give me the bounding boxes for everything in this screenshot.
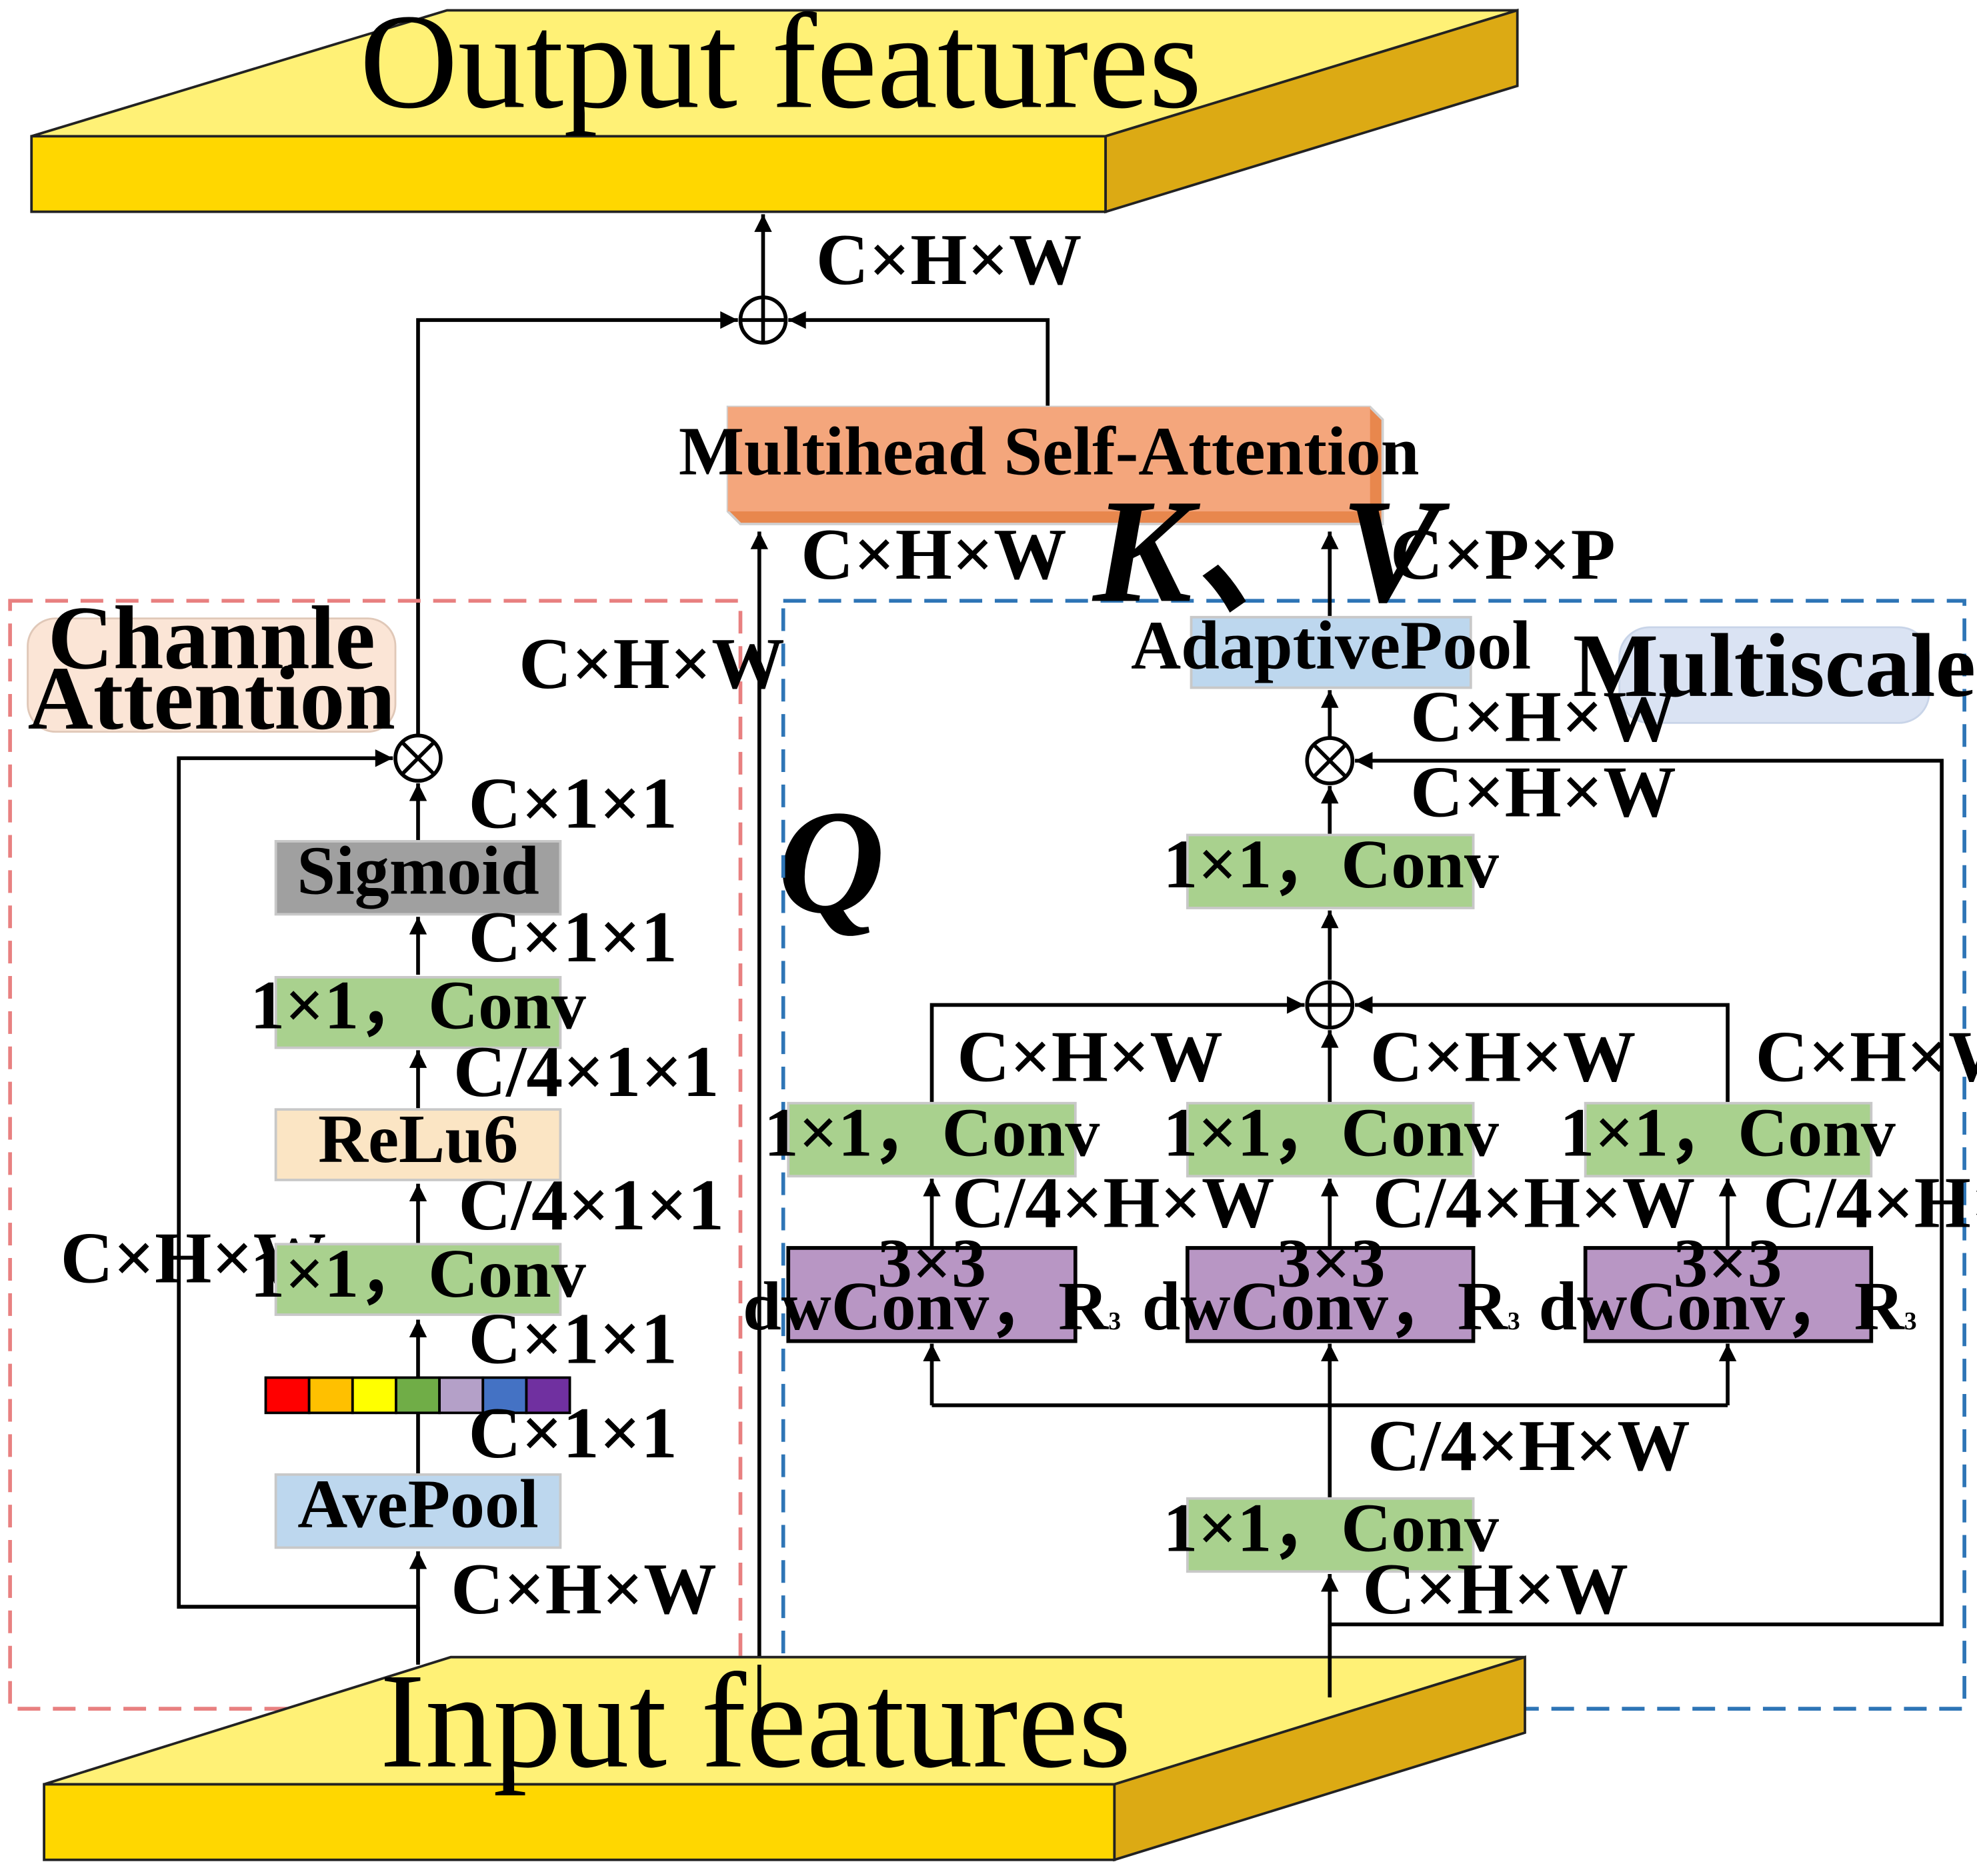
relu6-block: ReLu6 — [274, 1101, 562, 1181]
channel-vector-cell — [307, 1376, 354, 1415]
input-features-layer: Input features — [43, 1646, 1526, 1862]
dim-split: C/4×H×W — [1368, 1405, 1690, 1486]
ms-conv-bottom-block: 1×1，Conv — [1163, 1489, 1499, 1573]
avepool-block: AvePool — [274, 1465, 562, 1549]
dim-kv: C×P×P — [1390, 513, 1616, 595]
channel-attention-title-1: Channle — [48, 588, 375, 688]
dim-conv-top-out: C×1×1 — [469, 896, 677, 977]
mhsa-label: Multihead Self-Attention — [679, 413, 1420, 490]
input-features-label: Input features — [380, 1646, 1132, 1797]
dim-avepool-in: C×H×W — [451, 1548, 717, 1629]
dim-relu-out: C/4×1×1 — [453, 1031, 719, 1112]
channel-vector-cell — [395, 1376, 441, 1415]
channel-vector-cell — [525, 1376, 571, 1415]
channel-vector-cell — [351, 1376, 397, 1415]
ms-conv-top-label: 1×1，Conv — [1163, 826, 1499, 903]
channel-vector-cell — [481, 1376, 528, 1415]
dwconv-left-line1: 3×3 — [877, 1225, 986, 1302]
q-label: Q — [777, 780, 885, 945]
dim-dw-mid: C/4×H×W — [1373, 1161, 1696, 1243]
kv-label: K、V — [1092, 469, 1450, 633]
branch-left-conv-label: 1×1，Conv — [764, 1094, 1100, 1171]
dim-branch-mid: C×H×W — [1370, 1015, 1636, 1097]
channel-attention-tag: Channle Attention — [27, 588, 397, 749]
sigmoid-label: Sigmoid — [297, 833, 539, 909]
dwconv-right-line1: 3×3 — [1674, 1225, 1782, 1302]
mhsa-block: Multihead Self-Attention — [679, 405, 1420, 525]
ms-conv-bottom-label: 1×1，Conv — [1163, 1489, 1499, 1566]
dim-sigmoid-out: C×1×1 — [469, 763, 677, 844]
avepool-label: AvePool — [297, 1465, 538, 1542]
dwconv-left: 3×3 dwConv，R3 — [743, 1225, 1121, 1345]
adaptivepool-block: AdaptivePool — [1131, 607, 1531, 689]
dwconv-mid-text: dwConv，R — [1142, 1268, 1508, 1345]
branch-right-conv: 1×1，Conv — [1560, 1094, 1896, 1178]
multiscale-title: Multiscale — [1573, 616, 1976, 716]
channel-vector-cell — [264, 1376, 311, 1415]
dim-ca-chw-top: C×H×W — [519, 623, 785, 704]
multiscale-tag: Multiscale — [1573, 616, 1976, 724]
output-features-layer: Output features — [30, 0, 1519, 214]
branch-left-to-add — [929, 996, 1305, 1103]
channel-vector-cell — [438, 1376, 485, 1415]
branch-right-to-add — [1355, 996, 1730, 1103]
branch-right-conv-label: 1×1，Conv — [1560, 1094, 1896, 1171]
relu6-label: ReLu6 — [318, 1101, 518, 1177]
residual-add-top — [738, 295, 788, 345]
dim-branch-left: C×H×W — [957, 1015, 1223, 1097]
dwconv-mid: 3×3 dwConv，R3 — [1142, 1225, 1520, 1345]
branch-left-conv: 1×1，Conv — [764, 1094, 1100, 1178]
channel-multiply — [393, 733, 443, 783]
dwconv-right-text: dwConv，R — [1538, 1268, 1904, 1345]
sigmoid-block: Sigmoid — [274, 833, 562, 916]
ca-conv-bottom-block: 1×1，Conv — [250, 1235, 586, 1316]
dim-dw-left: C/4×H×W — [952, 1161, 1275, 1243]
dim-dw-right: C/4×H×W — [1763, 1161, 1977, 1243]
dim-q: C×H×W — [801, 513, 1067, 595]
output-side-face — [1104, 8, 1519, 214]
multiscale-multiply — [1305, 736, 1355, 785]
dim-ms-multiply-out: C×H×W — [1410, 675, 1676, 757]
branch-mid-conv: 1×1，Conv — [1163, 1094, 1499, 1178]
multiscale-region — [781, 599, 1966, 1711]
output-features-label: Output features — [359, 0, 1202, 137]
dim-branch-right: C×H×W — [1756, 1015, 1977, 1097]
dwconv-right-line2: dwConv，R3 — [1538, 1268, 1916, 1345]
dwconv-left-line2: dwConv，R3 — [743, 1268, 1121, 1345]
dwconv-mid-line2: dwConv，R3 — [1142, 1268, 1520, 1345]
output-front-face — [30, 135, 1108, 213]
dim-conv-bottom-out: C/4×1×1 — [458, 1164, 724, 1245]
dwconv-mid-sub: 3 — [1508, 1307, 1520, 1335]
dwconv-mid-line1: 3×3 — [1277, 1225, 1386, 1302]
multiscale-add — [1305, 980, 1355, 1030]
dwconv-left-sub: 3 — [1108, 1307, 1121, 1335]
arrow-channel-to-add — [416, 311, 738, 737]
dim-ms-input: C×H×W — [1362, 1548, 1628, 1629]
ca-conv-top-block: 1×1，Conv — [250, 967, 586, 1049]
ca-conv-bottom-label: 1×1，Conv — [250, 1235, 586, 1312]
dim-output: C×H×W — [816, 219, 1082, 300]
arrow-mhsa-to-add — [788, 311, 1050, 407]
channel-skip-path — [177, 749, 418, 1609]
branch-mid-conv-label: 1×1，Conv — [1163, 1094, 1499, 1171]
multiscale-skip-path — [1330, 751, 1944, 1627]
channel-attention-title-2: Attention — [28, 649, 395, 749]
dim-ms-conv-out: C×H×W — [1410, 751, 1676, 833]
dwconv-right: 3×3 dwConv，R3 — [1538, 1225, 1916, 1345]
dwconv-left-text: dwConv，R — [743, 1268, 1109, 1345]
dim-vector-below: C×1×1 — [469, 1392, 677, 1473]
adaptivepool-label: AdaptivePool — [1131, 607, 1531, 683]
ca-conv-top-label: 1×1，Conv — [250, 967, 586, 1044]
input-side-face — [1113, 1655, 1526, 1862]
channel-vector — [264, 1376, 571, 1415]
dim-vector-above: C×1×1 — [469, 1297, 677, 1379]
dwconv-right-sub: 3 — [1904, 1307, 1917, 1335]
ms-conv-top-block: 1×1，Conv — [1163, 826, 1499, 909]
